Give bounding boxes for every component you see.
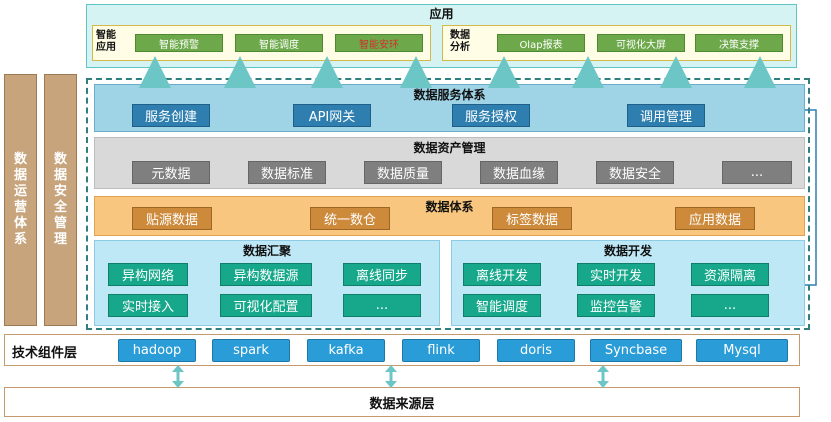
data-security-button[interactable]: 数据安全 bbox=[596, 161, 674, 184]
sec-char: 全 bbox=[53, 200, 67, 215]
smart-scheduling-button[interactable]: 智能调度 bbox=[463, 294, 541, 317]
hetero-datasource-button[interactable]: 异构数据源 bbox=[220, 263, 312, 286]
decision-support-button[interactable]: 决策支撑 bbox=[695, 34, 783, 52]
sec-char: 管 bbox=[53, 216, 67, 231]
ops-char: 系 bbox=[13, 232, 27, 247]
sec-char: 安 bbox=[53, 184, 67, 199]
ops-char: 营 bbox=[13, 200, 27, 215]
data-analysis-label-line2: 分析 bbox=[450, 42, 470, 53]
call-management-button[interactable]: 调用管理 bbox=[627, 104, 705, 127]
aggregation-more-button[interactable]: ... bbox=[343, 294, 421, 317]
up-arrows bbox=[139, 56, 776, 88]
syncbase-badge[interactable]: Syncbase bbox=[590, 339, 682, 362]
offline-dev-button[interactable]: 离线开发 bbox=[463, 263, 541, 286]
offline-sync-button[interactable]: 离线同步 bbox=[343, 263, 421, 286]
bidirectional-arrowheads bbox=[172, 365, 609, 388]
data-analysis-label: 数据 分析 bbox=[450, 30, 480, 56]
unified-warehouse-button[interactable]: 统一数仓 bbox=[310, 207, 390, 230]
ops-char: 体 bbox=[13, 216, 27, 231]
service-layer-title: 数据服务体系 bbox=[413, 87, 486, 102]
asset-more-button[interactable]: ... bbox=[722, 161, 792, 184]
data-development-title: 数据开发 bbox=[603, 243, 652, 258]
smart-dispatch-button[interactable]: 智能调度 bbox=[235, 34, 323, 52]
development-more-button[interactable]: ... bbox=[691, 294, 769, 317]
data-standard-button[interactable]: 数据标准 bbox=[248, 161, 326, 184]
smart-app-label-line2: 应用 bbox=[96, 42, 116, 53]
tag-data-button[interactable]: 标签数据 bbox=[492, 207, 572, 230]
realtime-ingest-button[interactable]: 实时接入 bbox=[108, 294, 188, 317]
smart-app-label: 智能 应用 bbox=[96, 30, 126, 56]
arrowhead-icon bbox=[385, 365, 397, 372]
metadata-button[interactable]: 元数据 bbox=[132, 161, 210, 184]
service-auth-button[interactable]: 服务授权 bbox=[452, 104, 530, 127]
arrowhead-icon bbox=[597, 365, 609, 372]
asset-layer bbox=[94, 137, 805, 189]
arrowhead-icon bbox=[385, 381, 397, 388]
smart-warning-button[interactable]: 智能预警 bbox=[135, 34, 223, 52]
ops-char: 运 bbox=[13, 184, 27, 199]
ops-char: 数 bbox=[13, 152, 27, 167]
visual-screen-button[interactable]: 可视化大屏 bbox=[597, 34, 685, 52]
spark-badge[interactable]: spark bbox=[212, 339, 290, 362]
sec-char: 数 bbox=[53, 152, 67, 167]
data-security-bar: 数 据 安 全 管 理 bbox=[44, 74, 77, 326]
data-operations-bar: 数 据 运 营 体 系 bbox=[4, 74, 37, 326]
service-create-button[interactable]: 服务创建 bbox=[132, 104, 210, 127]
visual-config-button[interactable]: 可视化配置 bbox=[220, 294, 312, 317]
mysql-badge[interactable]: Mysql bbox=[696, 339, 788, 362]
platform-dashed-frame bbox=[86, 78, 810, 330]
kafka-badge[interactable]: kafka bbox=[307, 339, 385, 362]
arrowhead-icon bbox=[597, 381, 609, 388]
source-data-button[interactable]: 贴源数据 bbox=[132, 207, 212, 230]
app-data-button[interactable]: 应用数据 bbox=[675, 207, 755, 230]
arrowhead-icon bbox=[172, 381, 184, 388]
data-source-layer: 数据来源层 bbox=[4, 387, 800, 417]
sec-char: 据 bbox=[53, 168, 67, 183]
resource-isolation-button[interactable]: 资源隔离 bbox=[691, 263, 769, 286]
doris-badge[interactable]: doris bbox=[497, 339, 575, 362]
olap-report-button[interactable]: Olap报表 bbox=[497, 34, 585, 52]
arrowhead-icon bbox=[172, 365, 184, 372]
ops-char: 据 bbox=[13, 168, 27, 183]
side-connector bbox=[805, 109, 817, 286]
monitor-alert-button[interactable]: 监控告警 bbox=[577, 294, 655, 317]
data-lineage-button[interactable]: 数据血缘 bbox=[480, 161, 558, 184]
data-system-title: 数据体系 bbox=[425, 199, 474, 214]
realtime-dev-button[interactable]: 实时开发 bbox=[577, 263, 655, 286]
application-title: 应用 bbox=[429, 6, 454, 21]
api-gateway-button[interactable]: API网关 bbox=[293, 104, 371, 127]
data-quality-button[interactable]: 数据质量 bbox=[364, 161, 442, 184]
smart-app-label-line1: 智能 bbox=[96, 30, 116, 41]
data-analysis-label-line1: 数据 bbox=[450, 30, 470, 41]
smart-safety-button[interactable]: 智能安环 bbox=[335, 34, 423, 52]
data-aggregation-title: 数据汇聚 bbox=[242, 243, 291, 258]
hadoop-badge[interactable]: hadoop bbox=[118, 339, 196, 362]
sec-char: 理 bbox=[53, 232, 67, 247]
tech-layer-title: 技术组件层 bbox=[12, 346, 78, 361]
hetero-network-button[interactable]: 异构网络 bbox=[108, 263, 188, 286]
asset-layer-title: 数据资产管理 bbox=[413, 140, 486, 155]
flink-badge[interactable]: flink bbox=[402, 339, 480, 362]
